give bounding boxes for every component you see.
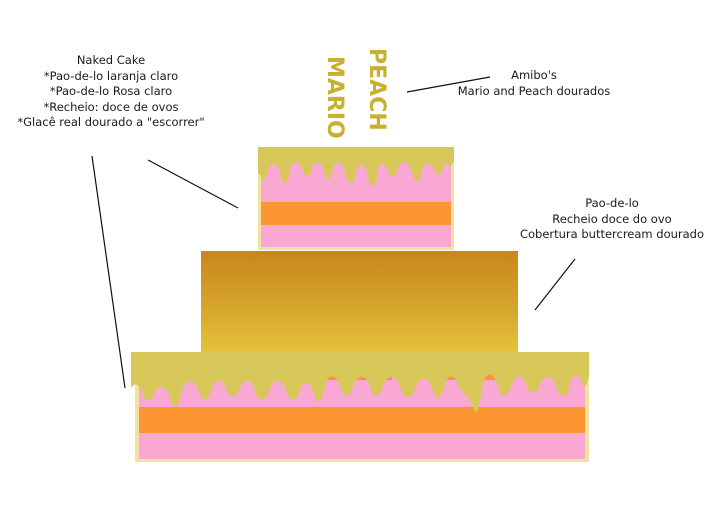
leader-buttercream (534, 258, 576, 311)
leader-amiibo (406, 76, 491, 93)
top-tier-orange-layer-1 (261, 202, 451, 225)
middle-tier (201, 251, 518, 357)
annotation-amiibo-line: Amibo's (511, 68, 557, 82)
topper-peach: PEACH (364, 48, 389, 131)
annotation-naked-cake-line: Naked Cake (76, 53, 146, 67)
top-tier (258, 147, 454, 250)
leader-left-to-top-tier (147, 159, 239, 209)
annotation-buttercream-line: Cobertura buttercream dourado (519, 227, 705, 241)
annotation-naked-cake-line: *Glacê real dourado a "escorrer" (17, 115, 205, 129)
leader-lines (91, 76, 576, 389)
leader-left-to-bottom-tier (91, 155, 126, 389)
annotation-naked-cake-line: *Pao-de-lo laranja claro (43, 68, 179, 83)
annotation-amiibo-line: Mario and Peach dourados (457, 83, 611, 98)
top-tier-pink-layer-2 (261, 225, 451, 247)
topper-peach-label: PEACH (364, 48, 389, 131)
bottom-tier-orange-layer-1 (139, 407, 585, 433)
annotation-buttercream-line: Recheio doce do ovo (552, 211, 672, 226)
annotation-naked-cake-line: *Pao-de-lo Rosa claro (49, 84, 173, 98)
bottom-tier (131, 352, 589, 462)
top-tier-drip (258, 147, 454, 187)
annotation-buttercream-line: Pao-de-lo (585, 196, 639, 210)
topper-mario-label: MARIO (322, 56, 347, 139)
middle-tier-body (201, 251, 518, 357)
bottom-tier-pink-layer-2 (139, 433, 585, 459)
annotation-amiibo: Amibo's Mario and Peach dourados (444, 68, 624, 99)
topper-mario: MARIO (322, 56, 347, 139)
bottom-tier-drip (131, 352, 589, 412)
annotation-buttercream-tier: Pao-de-lo Recheio doce do ovo Cobertura … (506, 196, 718, 243)
annotation-naked-cake: Naked Cake *Pao-de-lo laranja claro *Pao… (6, 53, 216, 131)
annotation-naked-cake-line: *Recheio: doce de ovos (43, 99, 179, 114)
